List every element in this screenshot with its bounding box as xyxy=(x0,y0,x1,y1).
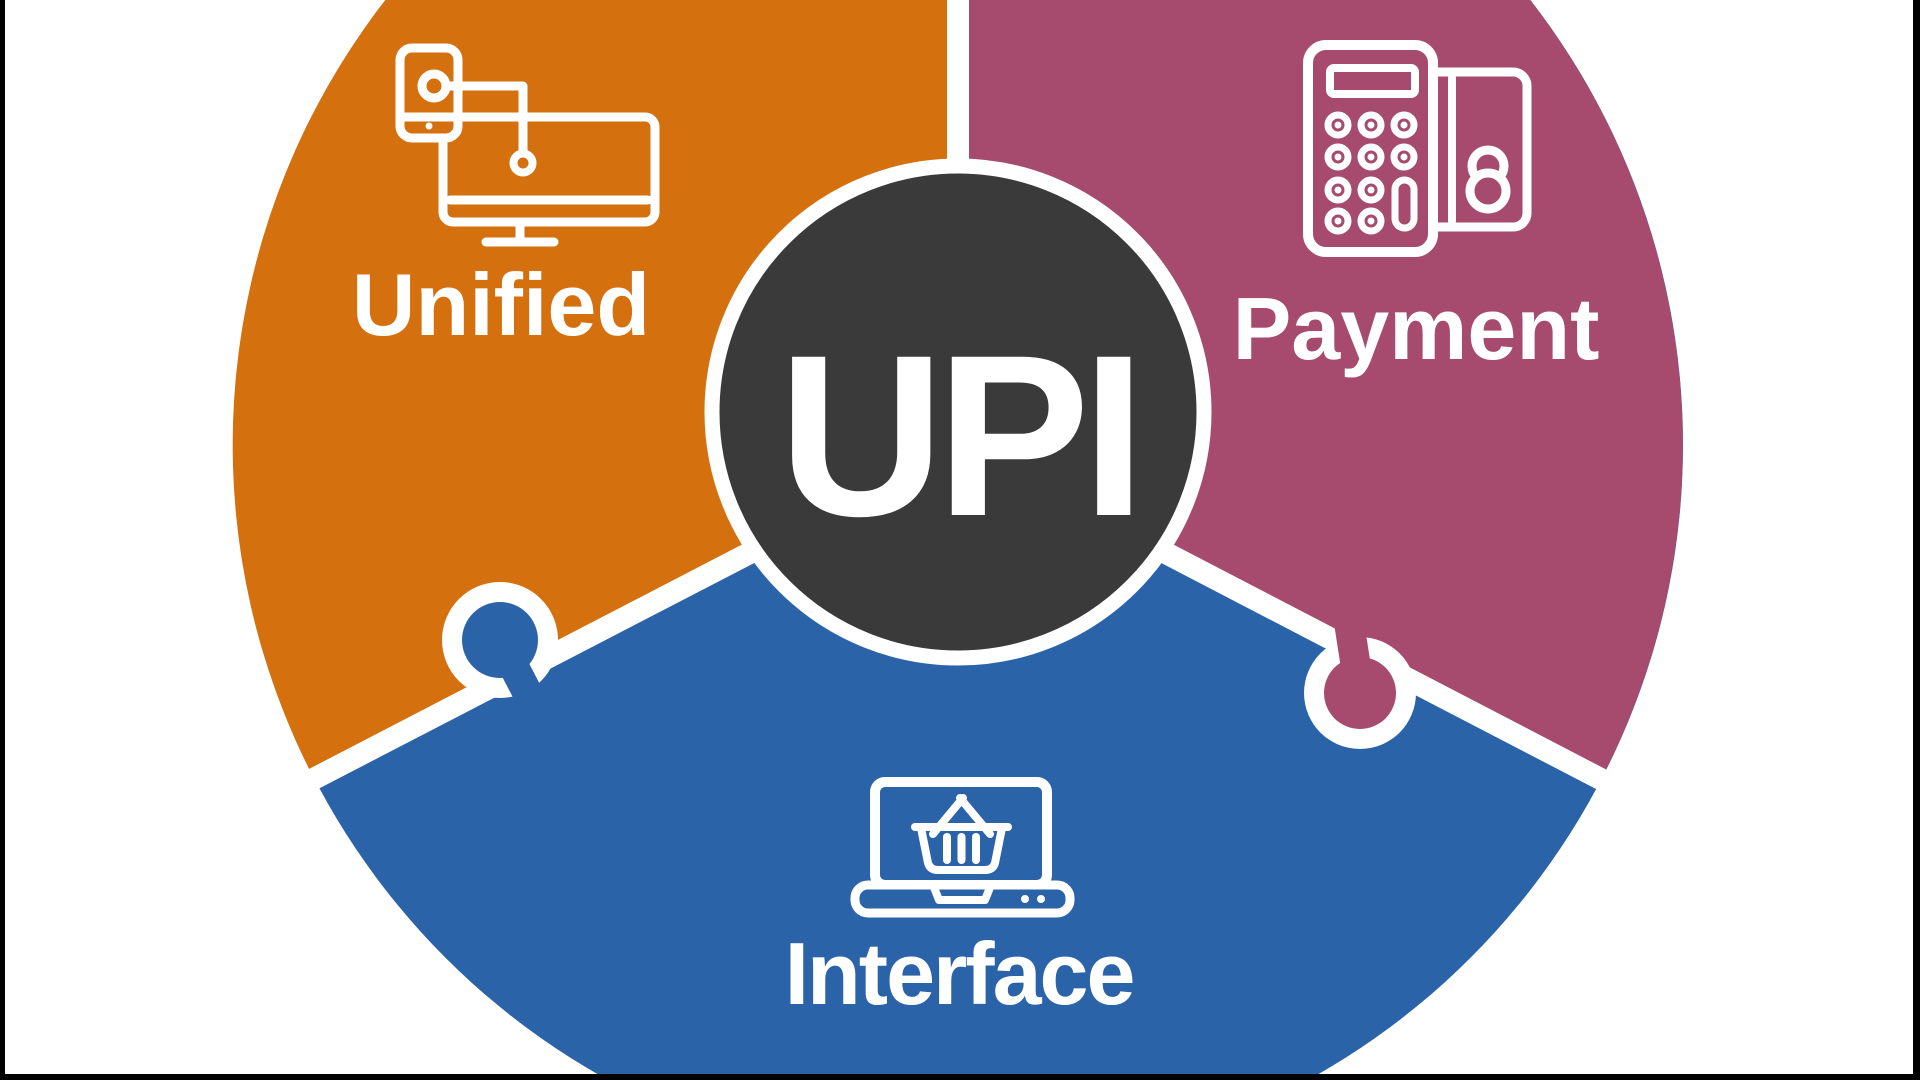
frame-bar-left xyxy=(0,0,5,1080)
center-circle xyxy=(704,158,1212,666)
calc-key xyxy=(1357,111,1385,139)
calc-key xyxy=(1324,111,1352,139)
calculator-keys xyxy=(1324,111,1418,235)
upi-acronym: UPI xyxy=(778,306,1145,564)
monitor-outline xyxy=(438,112,660,227)
sync-node-b xyxy=(509,149,537,177)
calculator-card-icon xyxy=(1303,40,1532,257)
frame-bar-bottom xyxy=(0,1074,1920,1080)
laptop-dot xyxy=(1021,895,1029,903)
laptop-dot xyxy=(1037,895,1045,903)
laptop-shopping-basket-icon xyxy=(850,777,1075,918)
calculator-display xyxy=(1326,64,1419,98)
basket-handle-right xyxy=(956,794,994,838)
calc-key xyxy=(1390,143,1418,171)
calc-key xyxy=(1324,143,1352,171)
segment-label-interface: Interface xyxy=(784,924,1136,1023)
basket-handle-left xyxy=(929,794,967,838)
frame-bar-right xyxy=(1913,0,1920,1080)
calc-key xyxy=(1324,207,1352,235)
calculator-key-dots xyxy=(1334,121,1408,225)
left-puzzle-knob xyxy=(462,602,538,678)
segment-label-unified: Unified xyxy=(351,255,651,354)
phone-home-dot xyxy=(425,122,433,130)
calc-key xyxy=(1324,176,1352,204)
basket-body xyxy=(917,824,1006,874)
calc-enter-key xyxy=(1391,176,1418,232)
coin-bottom xyxy=(1465,168,1511,214)
calc-key xyxy=(1357,207,1385,235)
calc-key xyxy=(1390,111,1418,139)
segment-label-payment: Payment xyxy=(1232,279,1600,378)
right-puzzle-knob xyxy=(1324,657,1396,729)
laptop-notch xyxy=(929,881,995,904)
segment-unified-piece xyxy=(232,0,958,779)
phone-monitor-sync-icon xyxy=(395,43,660,247)
sync-link-line xyxy=(429,81,528,168)
calc-key xyxy=(1357,176,1385,204)
sync-node-a xyxy=(417,69,451,103)
calc-key xyxy=(1357,143,1385,171)
